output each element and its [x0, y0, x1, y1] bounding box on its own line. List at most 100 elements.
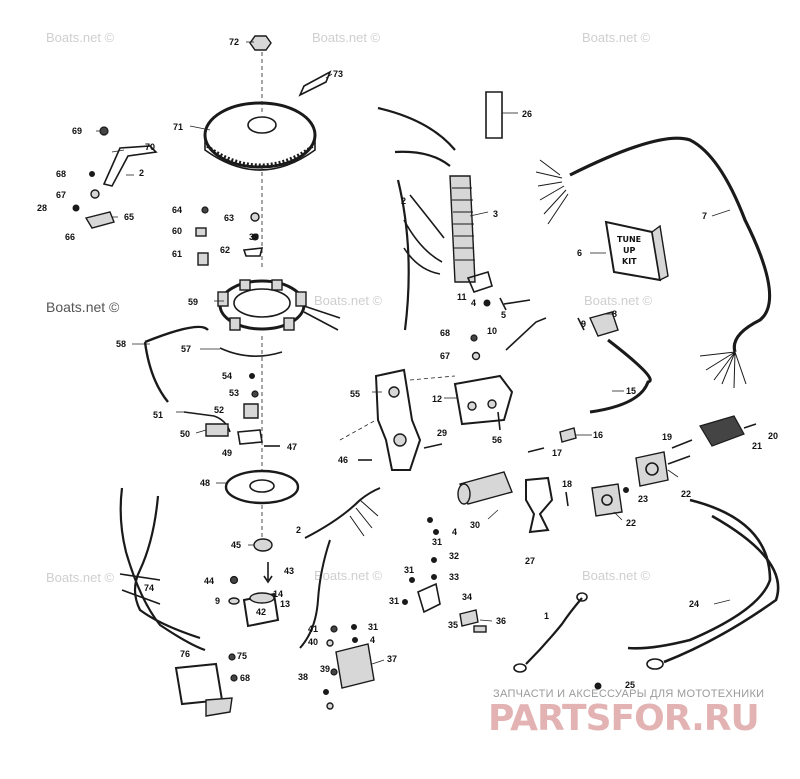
bezel-22-hole: [645, 462, 659, 476]
callout-label: 9: [581, 319, 586, 329]
harness-74c-shape: [119, 573, 161, 605]
screw-39-shape: [330, 668, 338, 676]
callout-label: 26: [522, 109, 532, 119]
callout-label: 11: [457, 292, 467, 302]
callout-label: 64: [172, 205, 182, 215]
screw-29-shape: [423, 443, 443, 449]
harness-7-shape: [569, 136, 772, 353]
tune-up-kit-label: KIT: [622, 257, 637, 266]
flywheel-group: [203, 35, 332, 171]
watermark: Boats.net ©: [314, 568, 383, 583]
harness-7-fan: [535, 159, 569, 225]
callout-label: 39: [249, 232, 259, 242]
washer-25-shape: [594, 682, 602, 690]
leader-line: [189, 125, 211, 131]
main-harness-group: [535, 136, 772, 389]
watermark: Boats.net ©: [312, 30, 381, 45]
callout-label: 4: [471, 298, 476, 308]
harness-74b-shape: [133, 495, 201, 640]
cable-24-lug: [646, 658, 664, 670]
callout-label: 67: [440, 351, 450, 361]
bezel-22-shape: [635, 451, 669, 487]
screw-63-shape: [250, 212, 260, 222]
harness-2-shape: [377, 106, 456, 331]
watermark: Boats.net ©: [46, 570, 115, 585]
clamp-27-shape: [525, 476, 554, 534]
screw-28-shape: [72, 204, 80, 212]
callout-label: 60: [172, 226, 182, 236]
harness-2b-shape: [299, 487, 381, 649]
screw-64-shape: [201, 206, 209, 214]
leader-line: [667, 469, 679, 478]
washer-4-shape: [433, 529, 439, 535]
callout-label: 52: [214, 405, 224, 415]
washer-33-shape: [431, 574, 437, 580]
bracket-hole: [393, 433, 407, 447]
callout-label: 47: [287, 442, 297, 452]
callout-label: 22: [681, 489, 691, 499]
trigger-plate-48-shape: [224, 469, 300, 505]
switch-box-post: [467, 401, 477, 411]
solenoid-end: [457, 483, 471, 505]
washer-31-shape: [351, 624, 357, 630]
key-switch-20-shape: [743, 423, 757, 429]
key-switch-group: [591, 415, 757, 517]
callout-label: 66: [65, 232, 75, 242]
callout-label: 16: [593, 430, 603, 440]
leader-line: [325, 73, 333, 79]
nut-72-shape: [249, 35, 272, 51]
callout-label: 31: [368, 622, 378, 632]
stem-43-shape: [263, 562, 273, 584]
callout-label: 10: [487, 326, 497, 336]
callout-label: 68: [240, 673, 250, 683]
flywheel-teeth: [206, 144, 314, 167]
cable-1-lug: [513, 663, 527, 673]
callout-label: 48: [200, 478, 210, 488]
callout-label: 17: [552, 448, 562, 458]
washer-31-shape: [402, 599, 408, 605]
bracket-55-shape: [374, 368, 422, 471]
bracket-dash: [339, 375, 456, 441]
leader-line: [371, 659, 385, 665]
tune-up-kit-label: TUNE: [617, 235, 641, 244]
callout-label: 6: [577, 248, 582, 258]
callout-label: 23: [638, 494, 648, 504]
washer-39-shape: [251, 233, 259, 241]
callout-label: 13: [280, 599, 290, 609]
callout-label: 63: [224, 213, 234, 223]
leader-line: [195, 429, 207, 434]
callout-label: 56: [492, 435, 502, 445]
link-10-shape: [505, 317, 547, 351]
wire-57-shape: [219, 347, 283, 357]
flywheel-rim: [204, 135, 316, 171]
callout-label: 53: [229, 388, 239, 398]
decal-73-shape: [298, 70, 332, 97]
stator-pole: [229, 317, 241, 331]
leader-lines: [96, 41, 731, 665]
washer-38b-shape: [326, 702, 334, 710]
coil-42-top: [249, 592, 275, 604]
callout-label: 58: [116, 339, 126, 349]
cap-9-shape: [577, 317, 585, 331]
callout-label: 71: [173, 122, 183, 132]
harness-group: [377, 106, 547, 431]
leader-line: [479, 619, 493, 622]
screw-69-shape: [99, 126, 109, 136]
callout-label: 31: [389, 596, 399, 606]
harness-2b-branch: [349, 499, 379, 537]
callout-label: 33: [449, 572, 459, 582]
callout-label: 45: [231, 540, 241, 550]
callout-label: 3: [493, 209, 498, 219]
brand-subtitle: ЗАПЧАСТИ И АКСЕССУАРЫ ДЛЯ МОТОТЕХНИКИ: [493, 688, 764, 700]
callout-label: 76: [180, 649, 190, 659]
solenoid-37-shape: [335, 643, 375, 689]
tune-up-kit-group: TUNE UP KIT: [485, 91, 669, 282]
callout-label: 57: [181, 344, 191, 354]
callout-label: 38: [298, 672, 308, 682]
flywheel-shape: [203, 101, 317, 169]
callout-label: 20: [768, 431, 778, 441]
callout-label: 2: [401, 196, 406, 206]
solenoid-group: [457, 427, 577, 534]
washer-4-shape: [483, 299, 491, 307]
callout-label: 44: [204, 576, 214, 586]
